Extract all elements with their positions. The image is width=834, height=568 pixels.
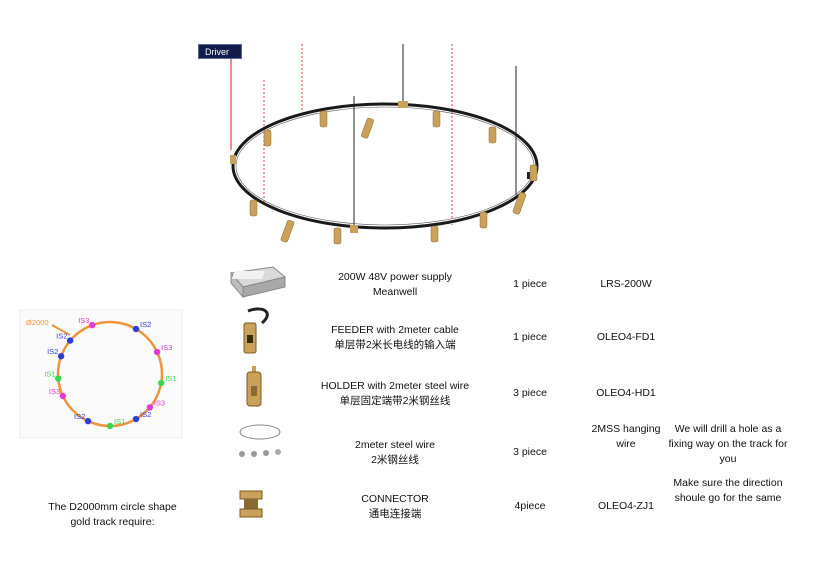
spotlight — [512, 191, 527, 215]
ring-node-dot — [132, 325, 140, 333]
part-name-en: 2meter steel wire — [355, 439, 435, 451]
part-qty: 1 piece — [513, 331, 547, 343]
ring-node-label: IS1 — [44, 370, 55, 379]
part-qty: 4piece — [514, 500, 546, 512]
part-note: We will drill a hole as a fixing way on … — [668, 423, 788, 465]
holder-image — [243, 366, 267, 408]
spotlight — [432, 110, 441, 128]
part-name-cn: Meanwell — [372, 286, 418, 298]
part-code: 2MSS hanging wire — [591, 423, 661, 450]
ring-node-label: IS1 — [114, 417, 125, 426]
requirement-note: The D2000mm circle shape gold track requ… — [48, 501, 177, 528]
connector-mark — [230, 155, 236, 164]
part-name-cn: 单层带2米长电线的输入端 — [334, 339, 456, 351]
spotlight — [333, 227, 342, 245]
ring-node-dot — [153, 348, 161, 356]
ring-node-dot — [106, 422, 114, 430]
ring-node-label: IS2 — [47, 347, 58, 356]
ring-node-label: IS2 — [56, 332, 67, 341]
part-qty: 3 piece — [513, 387, 547, 399]
ring-node-dot — [66, 337, 74, 344]
ring-node-label: IS3 — [154, 398, 165, 407]
spotlight — [529, 164, 538, 182]
part-code: OLEO4-HD1 — [596, 387, 656, 399]
part-name-en: 200W 48V power supply — [338, 271, 452, 283]
ring-node-dot — [84, 417, 92, 425]
spotlight — [280, 219, 295, 243]
spotlight — [361, 117, 374, 139]
part-name: CONNECTOR 通电连接端 — [300, 492, 490, 522]
ring-node-label: IS1 — [165, 374, 176, 383]
connector-mark — [350, 225, 358, 233]
ring-node-label: IS3 — [78, 316, 89, 325]
part-name-en: CONNECTOR — [361, 493, 429, 505]
ring-node-label: IS3 — [49, 387, 60, 396]
ring-node-label: IS2 — [74, 412, 85, 421]
ring-node-dot — [158, 379, 165, 387]
part-name: 2meter steel wire 2米钢丝线 — [300, 438, 490, 468]
part-qty: 3 piece — [513, 446, 547, 458]
spotlight — [488, 126, 497, 144]
part-name: HOLDER with 2meter steel wire 单层固定端带2米钢丝线 — [300, 379, 490, 409]
ring-node-label: IS3 — [161, 343, 172, 352]
ring-node-dot — [89, 321, 96, 329]
part-code: LRS-200W — [600, 278, 652, 290]
feeder-image — [240, 305, 280, 357]
part-code: OLEO4-ZJ1 — [597, 500, 655, 512]
part-name-cn: 单层固定端带2米钢丝线 — [339, 395, 451, 407]
connector-mark — [398, 101, 408, 108]
part-qty: 1 piece — [513, 278, 547, 290]
ring-node-dot — [59, 392, 67, 400]
part-name-cn: 通电连接端 — [368, 508, 422, 520]
part-name-en: FEEDER with 2meter cable — [331, 324, 459, 336]
driver-label: Driver — [198, 44, 242, 59]
steel-wire-image — [232, 420, 290, 462]
ring-node-dot — [57, 353, 65, 360]
ring-size-label: Ø2000 — [26, 318, 49, 327]
spotlight — [479, 211, 488, 229]
ring-node-label: IS2 — [140, 410, 151, 419]
spotlight — [263, 129, 272, 147]
part-name: FEEDER with 2meter cable 单层带2米长电线的输入端 — [300, 323, 490, 353]
power-supply-image — [229, 265, 287, 299]
ring-node-dot — [54, 375, 62, 382]
spotlight — [319, 110, 328, 128]
connector-image — [238, 487, 264, 521]
ring-node-dot — [132, 415, 140, 423]
spotlight — [430, 225, 439, 243]
ring-node-label: IS2 — [140, 320, 151, 329]
part-note: Make sure the direction shoule go for th… — [673, 477, 783, 504]
spotlight — [249, 199, 258, 217]
part-code: OLEO4-FD1 — [596, 331, 656, 343]
part-name-en: HOLDER with 2meter steel wire — [320, 380, 470, 392]
ring-node-dot — [146, 404, 154, 411]
part-name-cn: 2米钢丝线 — [371, 454, 419, 466]
